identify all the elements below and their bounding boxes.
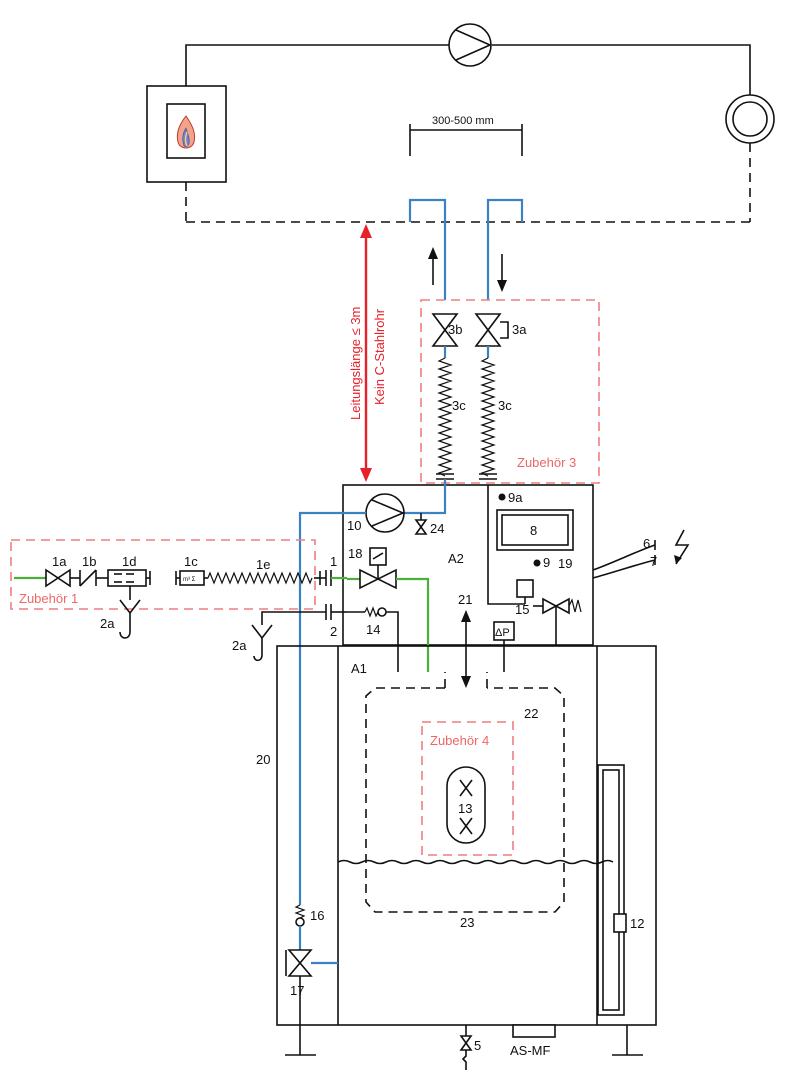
drain-connection-2 xyxy=(261,604,347,625)
label-18: 18 xyxy=(348,546,362,561)
label-14: 14 xyxy=(366,622,380,637)
label-a1: A1 xyxy=(351,661,367,676)
accessory-3-label: Zubehör 3 xyxy=(517,455,576,470)
label-12: 12 xyxy=(630,916,644,931)
meter-unit-label: m³ Σ xyxy=(183,577,196,583)
label-2a-left: 2a xyxy=(100,616,115,631)
water-level xyxy=(337,859,614,865)
control-panel xyxy=(487,485,574,605)
label-3a: 3a xyxy=(512,322,527,337)
pump-icon xyxy=(448,23,492,67)
accessory-4-label: Zubehör 4 xyxy=(430,733,489,748)
label-24: 24 xyxy=(430,521,444,536)
check-valve-14 xyxy=(347,606,399,672)
solenoid-valve-right xyxy=(533,597,582,645)
water-meter-1c: m³ Σ xyxy=(175,570,208,586)
label-2a-right: 2a xyxy=(232,638,247,653)
label-9: 9 xyxy=(543,555,550,570)
valve-3a xyxy=(474,313,509,347)
label-8: 8 xyxy=(530,523,537,538)
label-13: 13 xyxy=(458,801,472,816)
heating-circuit xyxy=(185,44,751,223)
separator-1d xyxy=(107,569,151,600)
filter-1b xyxy=(70,569,108,587)
label-1a: 1a xyxy=(52,554,67,569)
valve-17 xyxy=(285,949,338,1025)
label-22: 22 xyxy=(524,706,538,721)
solenoid-valve-18 xyxy=(347,547,430,672)
label-1c: 1c xyxy=(184,554,198,569)
label-3c-right: 3c xyxy=(498,398,512,413)
label-5: 5 xyxy=(474,1038,481,1053)
accessory-box-1 xyxy=(10,539,316,610)
hose-3c-right xyxy=(480,346,496,477)
label-6: 6 xyxy=(643,536,650,551)
label-3c-left: 3c xyxy=(452,398,466,413)
drain-valve-5 xyxy=(459,1025,473,1070)
flame-icon xyxy=(176,115,196,149)
accessory-box-3 xyxy=(420,299,600,484)
no-steel-pipe-label: Kein C-Stahlrohr xyxy=(372,308,387,405)
label-15: 15 xyxy=(515,602,529,617)
hose-3c-left xyxy=(437,346,453,477)
tank-housing xyxy=(276,645,657,1056)
label-1e: 1e xyxy=(256,557,270,572)
pump-10 xyxy=(298,479,447,905)
label-20: 20 xyxy=(256,752,270,767)
label-10: 10 xyxy=(347,518,361,533)
inner-basket xyxy=(365,672,565,913)
label-1b: 1b xyxy=(82,554,96,569)
exchange-arrow-21 xyxy=(461,610,471,688)
dimension-marker: 300-500 mm xyxy=(409,115,523,156)
label-19: 19 xyxy=(558,556,572,571)
dimension-label: 300-500 mm xyxy=(432,115,494,127)
label-7: 7 xyxy=(650,554,657,569)
label-1: 1 xyxy=(330,554,337,569)
label-17: 17 xyxy=(290,983,304,998)
label-16: 16 xyxy=(310,908,324,923)
consumer-icon xyxy=(725,94,775,144)
label-as-mf: AS-MF xyxy=(510,1043,551,1058)
cartridge-13 xyxy=(446,766,486,844)
label-21: 21 xyxy=(458,592,472,607)
electric-lightning-icon xyxy=(674,529,690,565)
accessory-1-label: Zubehör 1 xyxy=(19,591,78,606)
drain-funnel-right xyxy=(251,624,273,662)
label-1d: 1d xyxy=(122,554,136,569)
accessory-box-4 xyxy=(421,721,514,856)
power-cables xyxy=(592,540,656,579)
connection-pipes xyxy=(408,198,524,300)
valve-24 xyxy=(414,513,428,535)
label-3b: 3b xyxy=(448,322,462,337)
label-dp: ΔP xyxy=(495,627,510,639)
drain-funnel-left xyxy=(119,599,141,639)
pipe-length-note: Leitungslänge ≤ 3m Kein C-Stahlrohr xyxy=(348,224,387,482)
label-a2: A2 xyxy=(448,551,464,566)
label-23: 23 xyxy=(460,915,474,930)
label-9a: 9a xyxy=(508,490,523,505)
level-gauge-12 xyxy=(597,764,627,1016)
as-mf-block xyxy=(512,1024,556,1038)
hose-1e xyxy=(207,571,321,585)
label-2: 2 xyxy=(330,624,337,639)
valve-1a xyxy=(45,568,71,588)
pipe-length-label: Leitungslänge ≤ 3m xyxy=(348,307,363,420)
check-valve-16 xyxy=(294,904,306,950)
